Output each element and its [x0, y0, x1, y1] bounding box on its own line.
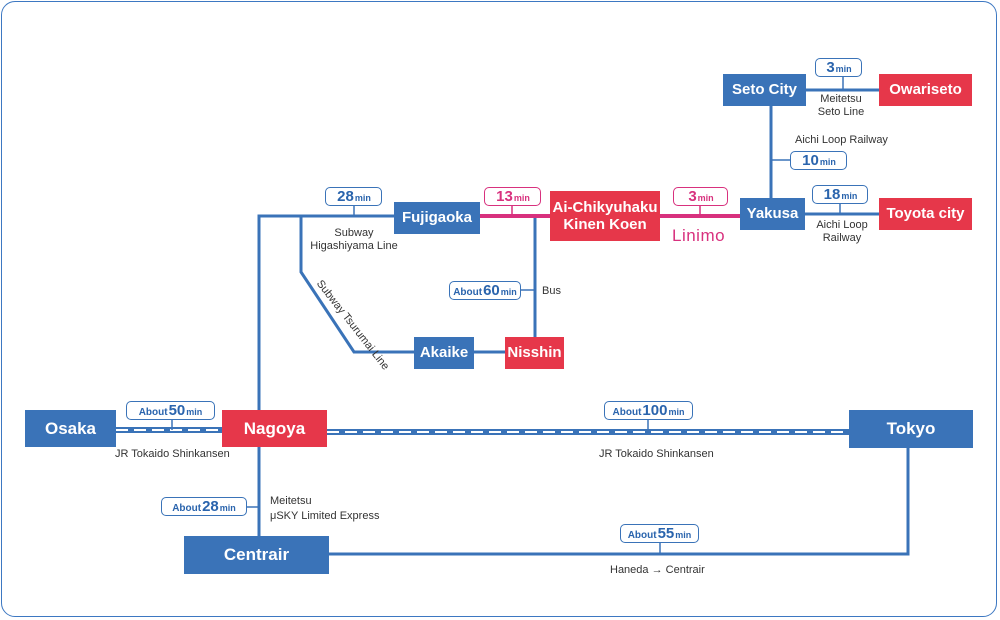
station-akaike: Akaike — [414, 337, 474, 369]
label-jr-tokaido-shinkansen-west: JR Tokaido Shinkansen — [115, 448, 230, 460]
label-aichi-loop-railway-bottom: Aichi Loop Railway — [816, 219, 868, 244]
station-centrair: Centrair — [184, 536, 329, 574]
station-fujigaoka: Fujigaoka — [394, 202, 480, 234]
station-toyota-city: Toyota city — [879, 198, 972, 230]
label-meitetsu-musky: Meitetsu μSKY Limited Express — [270, 495, 380, 522]
label-bus: Bus — [542, 285, 561, 297]
haneda-centrair-line — [329, 448, 910, 556]
subway-higashiyama-line — [257, 214, 395, 410]
station-yakusa: Yakusa — [740, 198, 805, 230]
label-jr-tokaido-shinkansen-east: JR Tokaido Shinkansen — [599, 448, 714, 460]
station-nagoya: Nagoya — [222, 410, 327, 447]
station-nisshin: Nisshin — [505, 337, 564, 369]
subway-tsurumai-line — [299, 216, 416, 354]
label-aichi-loop-railway-top: Aichi Loop Railway — [795, 134, 888, 146]
label-haneda-centrair: Haneda → Centrair — [610, 564, 705, 576]
station-tokyo: Tokyo — [849, 410, 973, 448]
label-meitetsu-seto-line: Meitetsu Seto Line — [817, 93, 865, 118]
station-owariseto: Owariseto — [879, 74, 972, 106]
station-seto-city: Seto City — [723, 74, 806, 106]
station-osaka: Osaka — [25, 410, 116, 447]
station-ai-chikyuhaku-kinen-koen: Ai-Chikyuhaku Kinen Koen — [550, 191, 660, 241]
label-subway-higashiyama-line: Subway Higashiyama Line — [310, 227, 398, 252]
label-linimo: Linimo — [672, 226, 726, 245]
